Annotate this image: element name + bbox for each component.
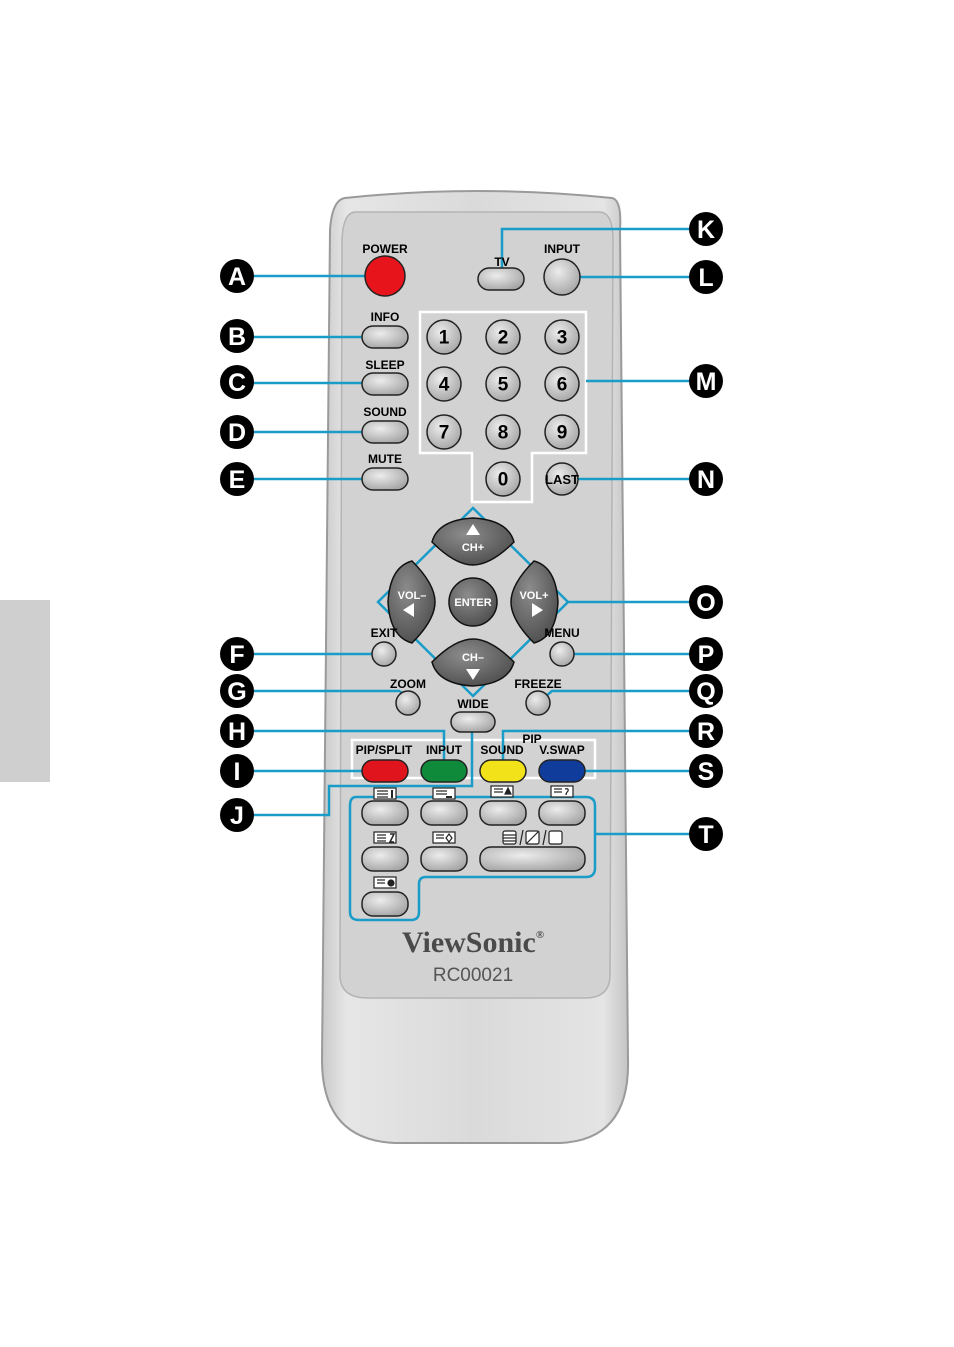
menu-label: MENU (544, 626, 579, 640)
ch-up-label: CH+ (462, 542, 484, 554)
vol-down-label: VOL– (398, 590, 427, 602)
teletext-time-button[interactable] (362, 892, 408, 916)
pip-sound-button[interactable] (480, 760, 526, 782)
teletext-cancel-icon (433, 832, 455, 843)
callout-t-letter: T (698, 821, 713, 849)
teletext-index-icon (374, 788, 396, 799)
digit-4-label: 4 (439, 375, 450, 396)
exit-label: EXIT (371, 626, 398, 640)
callout-s-letter: S (698, 758, 715, 786)
callout-c-letter: C (228, 369, 246, 397)
info-label: INFO (371, 310, 400, 324)
callout-d-letter: D (228, 419, 246, 447)
wide-button[interactable] (451, 712, 495, 732)
callout-n-letter: N (697, 466, 715, 494)
teletext-size-button[interactable] (480, 801, 526, 825)
enter-label: ENTER (454, 597, 491, 609)
input-button[interactable] (544, 259, 580, 295)
callout-k-letter: K (697, 216, 715, 244)
teletext-size-icon (491, 786, 513, 797)
ch-down-label: CH– (462, 652, 484, 664)
zoom-button[interactable] (396, 691, 420, 715)
teletext-mix-button[interactable] (480, 847, 585, 871)
freeze-label: FREEZE (514, 677, 561, 691)
brand-name: ViewSonic (402, 926, 536, 959)
teletext-reveal-button[interactable] (539, 801, 585, 825)
brand-registered-mark: ® (536, 929, 544, 941)
sleep-label: SLEEP (365, 358, 404, 372)
exit-button[interactable] (372, 642, 396, 666)
digit-5-label: 5 (498, 375, 509, 396)
last-button-group[interactable]: LAST (545, 463, 579, 495)
wide-label: WIDE (457, 697, 488, 711)
teletext-subpage-icon (433, 788, 455, 799)
tv-label: TV (494, 255, 509, 269)
callout-r-letter: R (697, 718, 715, 746)
pip-vswap-label: V.SWAP (539, 743, 585, 757)
callout-o-letter: O (696, 589, 715, 617)
zoom-label: ZOOM (390, 677, 426, 691)
power-label: POWER (362, 242, 408, 256)
callout-l-letter: L (698, 264, 713, 292)
callout-f-letter: F (229, 641, 244, 669)
digit-1-label: 1 (439, 328, 450, 349)
freeze-button[interactable] (526, 691, 550, 715)
pip-input-button[interactable] (421, 760, 467, 782)
digit-2-label: 2 (498, 328, 509, 349)
last-button-label: LAST (545, 472, 579, 487)
digit-8-label: 8 (498, 423, 509, 444)
power-button[interactable] (365, 256, 405, 296)
input-label: INPUT (544, 242, 581, 256)
teletext-hold-button[interactable] (362, 847, 408, 871)
teletext-reveal-icon (551, 786, 573, 797)
callout-e-letter: E (229, 466, 246, 494)
callout-p-letter: P (698, 641, 715, 669)
callout-g-letter: G (227, 678, 246, 706)
sleep-button[interactable] (362, 373, 408, 395)
vol-up-label: VOL+ (519, 590, 548, 602)
info-button[interactable] (362, 326, 408, 348)
teletext-mix-icon (503, 830, 562, 845)
pip-vswap-button[interactable] (539, 760, 585, 782)
digit-6-label: 6 (557, 375, 568, 396)
digit-0-label: 0 (498, 470, 509, 491)
digit-3-label: 3 (557, 328, 568, 349)
mute-label: MUTE (368, 452, 402, 466)
pip-input-label: INPUT (426, 743, 463, 757)
brand-logo: ViewSonic® (402, 926, 544, 959)
menu-button[interactable] (550, 642, 574, 666)
digit-7-label: 7 (439, 423, 450, 444)
callout-j-letter: J (230, 802, 244, 830)
sound-button[interactable] (362, 421, 408, 443)
teletext-time-icon (374, 877, 396, 888)
callout-m-letter: M (696, 368, 717, 396)
teletext-subpage-button[interactable] (421, 801, 467, 825)
teletext-index-button[interactable] (362, 801, 408, 825)
pip-sound-label: SOUND (480, 743, 524, 757)
pip-split-label: PIP/SPLIT (356, 743, 413, 757)
teletext-hold-icon (374, 832, 396, 843)
callout-i-letter: I (234, 758, 241, 786)
tv-button[interactable] (478, 268, 524, 290)
pip-split-button[interactable] (362, 760, 408, 782)
callout-h-letter: H (228, 718, 246, 746)
digit-9-label: 9 (557, 423, 568, 444)
model-number: RC00021 (433, 965, 513, 986)
callout-b-letter: B (228, 323, 246, 351)
callout-a-letter: A (228, 263, 246, 291)
callout-q-letter: Q (696, 678, 715, 706)
sound-label: SOUND (363, 405, 407, 419)
mute-button[interactable] (362, 468, 408, 490)
teletext-cancel-button[interactable] (421, 847, 467, 871)
